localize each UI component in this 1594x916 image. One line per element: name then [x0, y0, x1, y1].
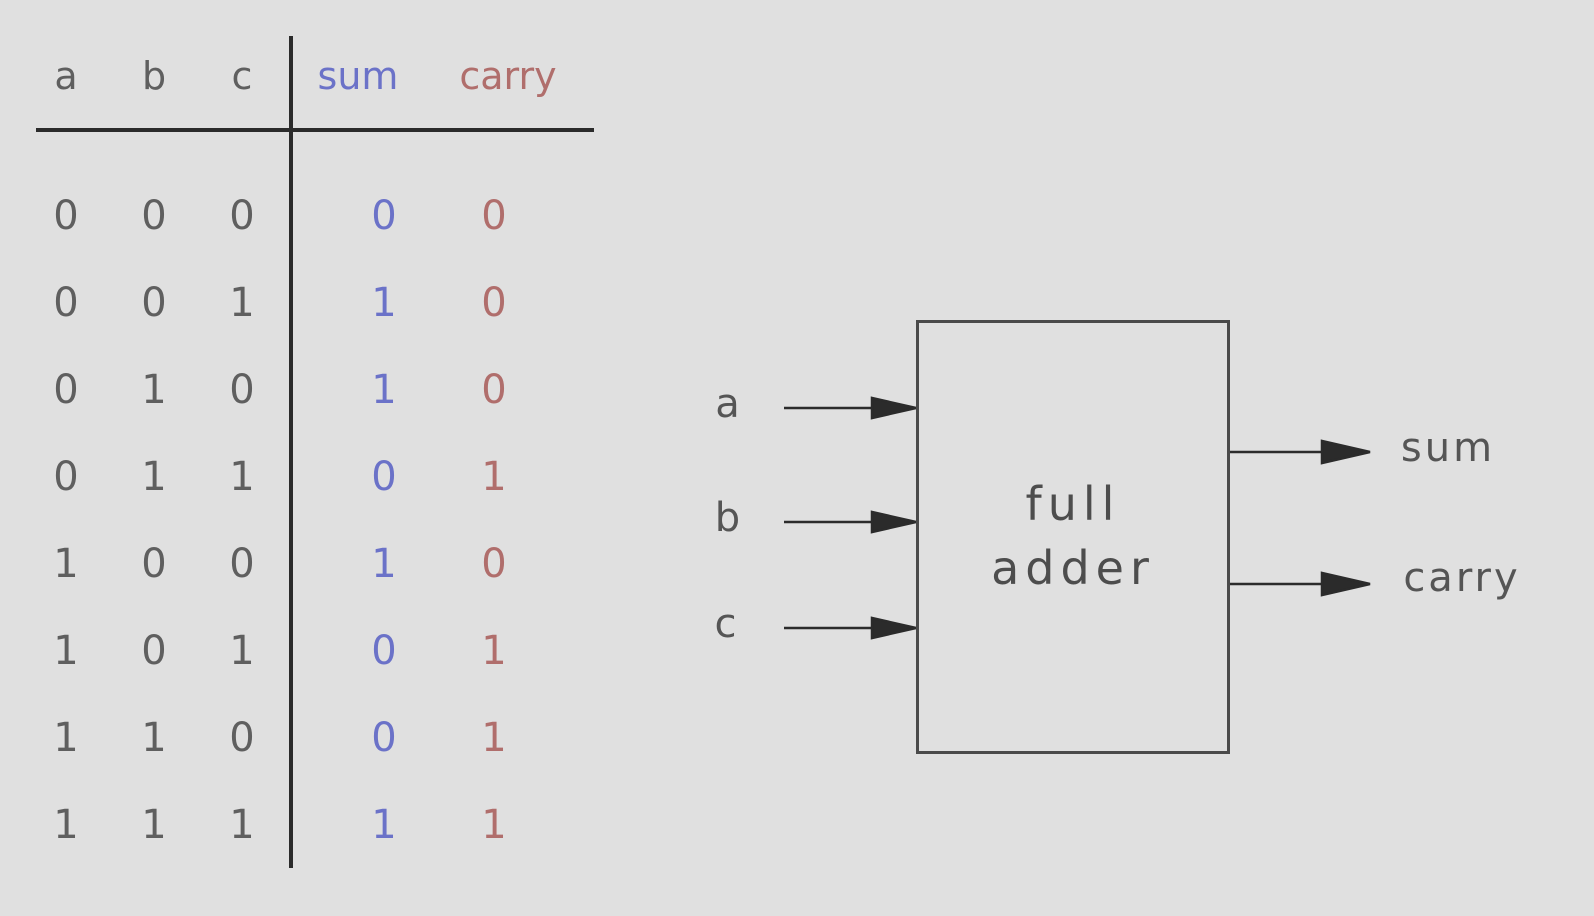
cell-sum: 0 [371, 193, 397, 239]
cell-carry: 0 [481, 367, 507, 413]
header-sum: sum [317, 54, 399, 98]
cell-c: 1 [229, 454, 255, 500]
input-c-arrowhead [870, 616, 917, 640]
header-a: a [54, 54, 78, 98]
cell-a: 0 [53, 367, 79, 413]
cell-a: 1 [53, 715, 79, 761]
header-c: c [231, 54, 253, 98]
cell-c: 0 [229, 367, 255, 413]
input-label-b: b [714, 495, 744, 541]
cell-b: 1 [141, 715, 167, 761]
input-a-arrowhead [870, 396, 917, 420]
cell-c: 0 [229, 193, 255, 239]
cell-carry: 1 [481, 715, 507, 761]
cell-a: 1 [53, 628, 79, 674]
block-label-line-2: adder [991, 541, 1155, 595]
cell-b: 1 [141, 454, 167, 500]
full-adder-block [916, 320, 1230, 754]
cell-a: 0 [53, 454, 79, 500]
cell-a: 0 [53, 280, 79, 326]
cell-a: 1 [53, 541, 79, 587]
cell-b: 1 [141, 367, 167, 413]
output-sum-arrowhead [1320, 439, 1371, 465]
cell-c: 0 [229, 541, 255, 587]
cell-carry: 1 [481, 628, 507, 674]
output-carry-arrowhead [1320, 571, 1371, 597]
output-label-sum: sum [1400, 425, 1496, 471]
cell-b: 0 [141, 541, 167, 587]
cell-c: 1 [229, 628, 255, 674]
full-adder-label: full adder [991, 472, 1155, 600]
cell-a: 1 [53, 802, 79, 848]
cell-b: 0 [141, 193, 167, 239]
header-b: b [141, 54, 167, 98]
cell-sum: 0 [371, 628, 397, 674]
cell-b: 0 [141, 628, 167, 674]
cell-carry: 0 [481, 280, 507, 326]
table-column-divider [289, 36, 293, 868]
cell-carry: 1 [481, 802, 507, 848]
cell-carry: 0 [481, 193, 507, 239]
cell-sum: 1 [371, 802, 397, 848]
input-label-a: a [715, 381, 743, 427]
cell-c: 1 [229, 280, 255, 326]
input-b-arrowhead [870, 510, 917, 534]
cell-sum: 0 [371, 454, 397, 500]
cell-c: 0 [229, 715, 255, 761]
cell-sum: 1 [371, 280, 397, 326]
cell-carry: 1 [481, 454, 507, 500]
cell-sum: 1 [371, 367, 397, 413]
cell-b: 0 [141, 280, 167, 326]
header-carry: carry [459, 54, 557, 98]
cell-c: 1 [229, 802, 255, 848]
output-label-carry: carry [1403, 555, 1521, 601]
cell-b: 1 [141, 802, 167, 848]
cell-sum: 1 [371, 541, 397, 587]
input-label-c: c [714, 601, 740, 647]
cell-sum: 0 [371, 715, 397, 761]
cell-a: 0 [53, 193, 79, 239]
cell-carry: 0 [481, 541, 507, 587]
block-label-line-1: full [1025, 477, 1121, 531]
table-header-rule [36, 128, 594, 132]
